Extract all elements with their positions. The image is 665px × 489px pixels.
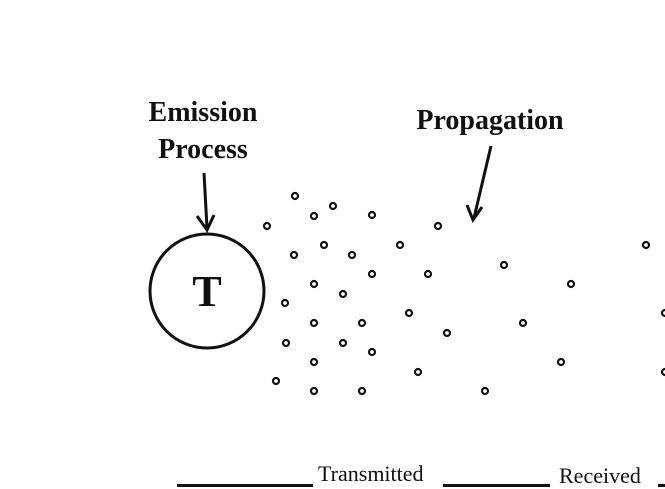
particle-dot	[367, 269, 377, 279]
particle-dot	[367, 210, 377, 220]
transmitter-circle	[148, 232, 266, 350]
particle-dot	[641, 240, 651, 250]
divider-line	[443, 484, 550, 487]
particle-dot	[290, 191, 300, 201]
received-label: Received	[559, 463, 641, 488]
particle-dot	[660, 308, 665, 318]
propagation-label: Propagation	[416, 105, 564, 136]
particle-dot	[395, 240, 405, 250]
divider-line	[658, 484, 665, 487]
particle-dot	[518, 318, 528, 328]
particle-dot	[347, 250, 357, 260]
particle-dot	[338, 289, 348, 299]
particle-dot	[271, 376, 281, 386]
emission-label-line1: Emission	[148, 97, 258, 128]
emission-process-label: Emission Process	[128, 94, 278, 168]
particle-dot	[660, 367, 665, 377]
emission-arrow	[202, 172, 209, 229]
particle-dot	[423, 269, 433, 279]
particle-dot	[280, 298, 290, 308]
particle-dot	[289, 250, 299, 260]
particle-dot	[309, 318, 319, 328]
emission-label-line2: Process	[158, 134, 248, 165]
particle-dot	[499, 260, 509, 270]
particle-dot	[338, 338, 348, 348]
propagation-arrow	[472, 145, 493, 219]
transmitted-label: Transmitted	[318, 461, 424, 486]
particle-dot	[281, 338, 291, 348]
propagation-arrow-head	[465, 204, 484, 224]
particle-dot	[556, 357, 566, 367]
particle-dot	[357, 386, 367, 396]
particle-dot	[413, 367, 423, 377]
emission-arrow-head	[195, 214, 216, 233]
particle-dot	[566, 279, 576, 289]
particle-dot	[319, 240, 329, 250]
particle-dot	[442, 328, 452, 338]
particle-dot	[433, 221, 443, 231]
particle-dot	[262, 221, 272, 231]
particle-cloud	[262, 191, 665, 396]
particle-dot	[367, 347, 377, 357]
particle-dot	[328, 201, 338, 211]
particle-dot	[404, 308, 414, 318]
transmitter-letter: T	[192, 267, 221, 316]
particle-dot	[309, 357, 319, 367]
particle-dot	[309, 211, 319, 221]
particle-dot	[309, 386, 319, 396]
particle-dot	[309, 279, 319, 289]
divider-line	[177, 484, 313, 487]
particle-dot	[480, 386, 490, 396]
particle-dot	[357, 318, 367, 328]
